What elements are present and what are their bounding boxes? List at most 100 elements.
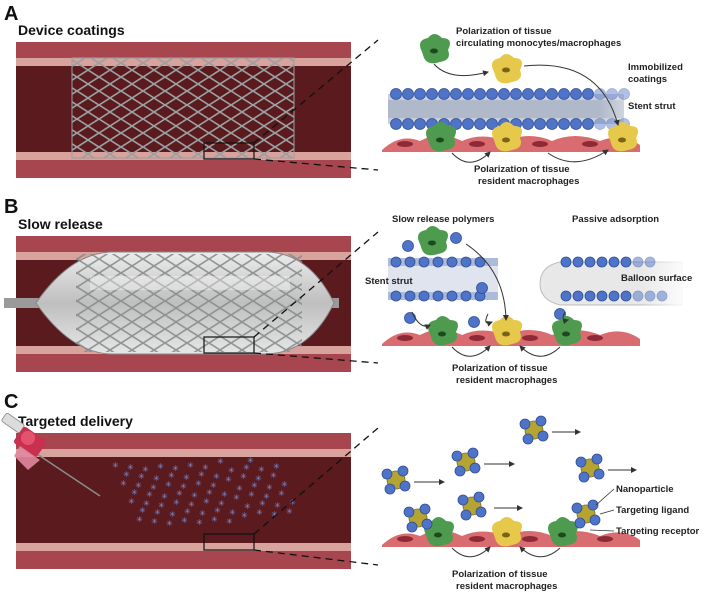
nanoparticle-dot: ✳ xyxy=(161,492,168,501)
coating-bead xyxy=(522,88,534,100)
nanoparticle-cluster xyxy=(457,491,487,521)
coating-bead xyxy=(486,118,498,130)
panel-title-b: Slow release xyxy=(18,216,103,232)
coating-bead xyxy=(462,118,474,130)
coating-bead xyxy=(450,88,462,100)
targeting-ligand-bead xyxy=(421,518,433,530)
polymer-bead xyxy=(446,290,458,302)
coating-bead xyxy=(474,88,486,100)
nanoparticle-dot: ✳ xyxy=(259,499,266,508)
coating-bead xyxy=(426,88,438,100)
nanoparticle-dot: ✳ xyxy=(131,488,138,497)
zoom-box-c xyxy=(203,533,255,551)
targeting-ligand-bead xyxy=(473,491,485,503)
nanoparticle-dot: ✳ xyxy=(289,498,296,507)
nanoparticle-dot: ✳ xyxy=(123,470,130,479)
coating-bead xyxy=(582,118,594,130)
nanoparticle-dot: ✳ xyxy=(196,518,203,527)
nanoparticle-dot: ✳ xyxy=(248,490,255,499)
nanoparticle-dot: ✳ xyxy=(225,475,232,484)
targeting-ligand-bead xyxy=(403,506,415,518)
targeting-ligand-bead xyxy=(467,447,479,459)
nanoparticle-dot: ✳ xyxy=(211,515,218,524)
polymer-bead xyxy=(460,290,472,302)
label-balloon-surface: Balloon surface xyxy=(621,273,692,284)
nanoparticle-cluster xyxy=(381,465,411,495)
nanoparticle-dot: ✳ xyxy=(184,507,191,516)
nanoparticle-dot: ✳ xyxy=(139,506,146,515)
polymer-bead xyxy=(404,290,416,302)
label-resident-b-1: Polarization of tissue xyxy=(452,363,548,374)
coating-bead xyxy=(510,88,522,100)
nanoparticle-dot: ✳ xyxy=(199,509,206,518)
nanoparticle-dot: ✳ xyxy=(128,497,135,506)
targeting-ligand-bead xyxy=(475,506,487,518)
nanoparticle-dot: ✳ xyxy=(127,463,134,472)
coating-bead xyxy=(390,88,402,100)
nanoparticle-dot: ✳ xyxy=(188,500,195,509)
coating-bead xyxy=(498,88,510,100)
adsorbed-bead xyxy=(644,290,656,302)
nanoparticle-dot: ✳ xyxy=(266,483,273,492)
coating-bead xyxy=(402,88,414,100)
nanoparticle-cloud: ✳✳✳✳✳✳✳✳✳✳✳✳✳✳✳✳✳✳✳✳✳✳✳✳✳✳✳✳✳✳✳✳✳✳✳✳✳✳✳✳… xyxy=(112,456,296,528)
nanoparticle-dot: ✳ xyxy=(143,499,150,508)
polymer-bead xyxy=(390,290,402,302)
targeting-ligand-bead xyxy=(381,468,393,480)
adsorbed-bead xyxy=(620,290,632,302)
nanoparticle-dot: ✳ xyxy=(135,481,142,490)
coating-bead xyxy=(606,88,618,100)
targeting-ligand-bead xyxy=(578,471,590,483)
coated-strut-a xyxy=(388,88,660,130)
released-bead xyxy=(450,232,462,244)
nanoparticle-dot: ✳ xyxy=(151,517,158,526)
nanoparticle-dot: ✳ xyxy=(233,493,240,502)
nanoparticle-dot: ✳ xyxy=(181,516,188,525)
coating-bead xyxy=(402,118,414,130)
nanoparticle-dot: ✳ xyxy=(270,471,277,480)
coating-bead xyxy=(462,88,474,100)
label-resident-c-2: resident macrophages xyxy=(456,581,557,592)
adsorbed-bead xyxy=(608,256,620,268)
coating-bead xyxy=(570,88,582,100)
adsorbed-bead xyxy=(632,256,644,268)
polymer-beads-b xyxy=(390,232,668,328)
nanoparticle-dot: ✳ xyxy=(256,508,263,517)
targeting-ligand-bead xyxy=(454,465,466,477)
nanoparticle-cluster xyxy=(571,499,601,529)
coating-bead xyxy=(486,88,498,100)
nanoparticle-dot: ✳ xyxy=(214,506,221,515)
panel-c: C Targeted delivery ✳✳✳✳✳✳✳✳✳✳✳✳✳✳✳✳✳✳✳✳… xyxy=(1,391,700,592)
coating-bead xyxy=(414,88,426,100)
nanoparticle-dot: ✳ xyxy=(244,502,251,511)
nanoparticle-dot: ✳ xyxy=(153,474,160,483)
label-stent-strut-b: Stent strut xyxy=(365,276,413,287)
nanoparticle-dot: ✳ xyxy=(157,462,164,471)
coating-bead xyxy=(546,88,558,100)
targeting-ligand-bead xyxy=(522,433,534,445)
nanoparticle-cluster xyxy=(575,453,605,483)
nanoparticle-dot: ✳ xyxy=(180,482,187,491)
panel-b: B Slow release xyxy=(4,196,692,386)
adsorbed-bead xyxy=(644,256,656,268)
nanoparticle-dot: ✳ xyxy=(273,462,280,471)
nanoparticle-dot: ✳ xyxy=(286,507,293,516)
coating-bead xyxy=(558,118,570,130)
macrophage-green-b1 xyxy=(428,316,458,346)
adsorbed-bead xyxy=(620,256,632,268)
polymer-bead xyxy=(446,256,458,268)
adsorbed-bead xyxy=(572,290,584,302)
targeting-ligand-bead xyxy=(384,483,396,495)
nanoparticle-dot: ✳ xyxy=(240,472,247,481)
targeting-ligand-bead xyxy=(469,462,481,474)
targeting-ligand-bead xyxy=(397,465,409,477)
nanoparticle-dot: ✳ xyxy=(203,497,210,506)
nanoparticle-dot: ✳ xyxy=(247,456,254,465)
polymer-bead xyxy=(404,256,416,268)
polymer-bead xyxy=(390,256,402,268)
adsorbed-bead xyxy=(596,256,608,268)
released-bead xyxy=(468,316,480,328)
label-immobilized-2: coatings xyxy=(628,74,667,85)
targeting-ligand-bead xyxy=(457,494,469,506)
adsorbed-bead xyxy=(608,290,620,302)
